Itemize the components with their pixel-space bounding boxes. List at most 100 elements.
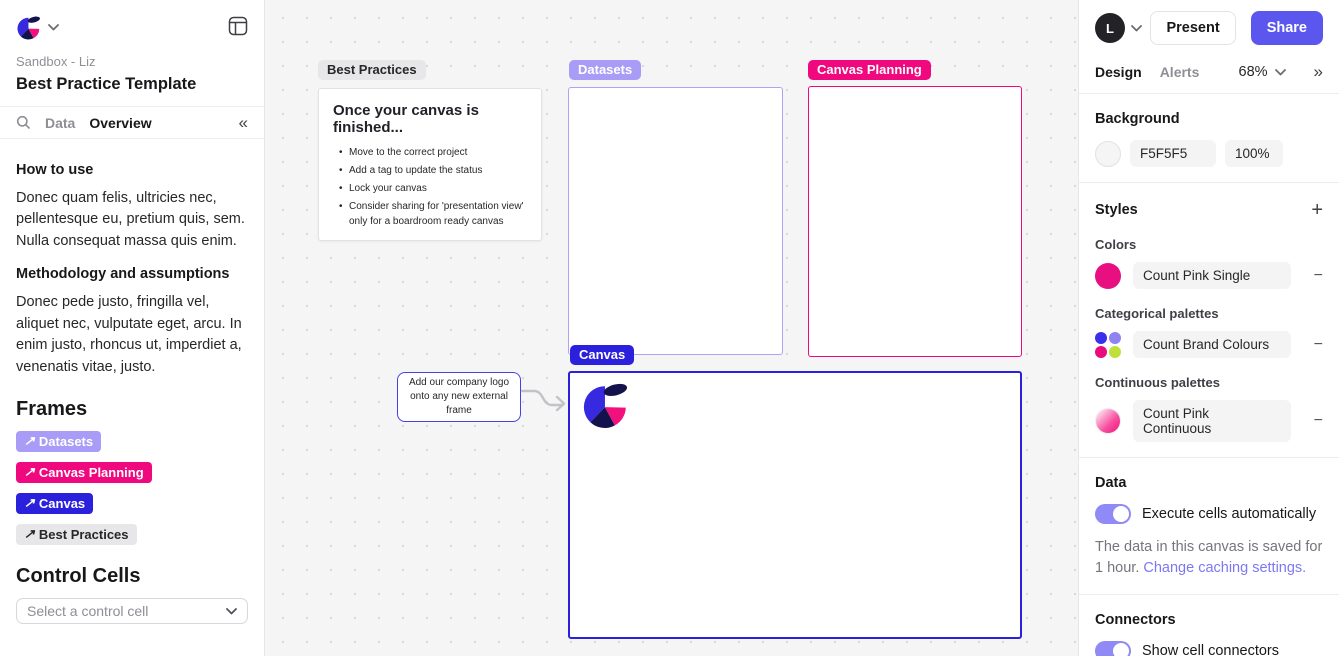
remove-style-icon[interactable]: − <box>1313 335 1323 353</box>
note-card-list: Move to the correct project Add a tag to… <box>333 145 527 229</box>
left-sidebar-header: Sandbox - Liz Best Practice Template <box>0 0 264 106</box>
frame-tag-canvas[interactable]: Canvas <box>570 345 635 365</box>
frame-link-datasets[interactable]: ↗ Datasets <box>16 431 102 453</box>
tab-data[interactable]: Data <box>45 114 76 131</box>
zoom-level-dropdown[interactable]: 68% <box>1239 64 1286 80</box>
chevron-down-icon[interactable] <box>48 23 59 31</box>
present-button[interactable]: Present <box>1150 11 1236 45</box>
panel-toggle-icon[interactable] <box>228 16 248 41</box>
count-logo-large[interactable] <box>581 379 631 429</box>
count-logo[interactable] <box>16 14 42 40</box>
company-logo-note[interactable]: Add our company logo onto any new extern… <box>397 372 521 422</box>
caching-info: The data in this canvas is saved for 1 h… <box>1095 537 1323 579</box>
arrow-up-right-icon: ↗ <box>24 526 35 542</box>
share-button[interactable]: Share <box>1250 11 1323 45</box>
control-cell-select-placeholder: Select a control cell <box>27 603 149 620</box>
methodology-heading: Methodology and assumptions <box>16 266 230 283</box>
right-sidebar: L Present Share Design Alerts 68% » Back… <box>1078 0 1339 656</box>
remove-style-icon[interactable]: − <box>1313 412 1323 429</box>
collapse-sidebar-icon[interactable]: « <box>238 113 248 132</box>
background-section: Background <box>1079 94 1339 183</box>
right-sidebar-tab-bar: Design Alerts 68% » <box>1079 55 1339 94</box>
continuous-palette-row: Count Pink Continuous − <box>1095 400 1323 442</box>
how-to-use-heading: How to use <box>16 162 94 178</box>
control-cell-select[interactable]: Select a control cell <box>16 598 248 625</box>
frame-link-label: Canvas <box>38 495 86 511</box>
note-card-bullet: Consider sharing for 'presentation view'… <box>339 199 527 229</box>
frame-link-list: ↗ Datasets ↗ Canvas Planning ↗ Canvas ↗ … <box>16 431 248 546</box>
connector-arrow <box>520 389 566 412</box>
collapse-panel-icon[interactable]: » <box>1313 62 1323 81</box>
company-logo-note-text: Add our company logo onto any new extern… <box>408 377 510 416</box>
color-style-name[interactable]: Count Pink Single <box>1133 262 1291 289</box>
background-heading: Background <box>1095 111 1180 127</box>
change-caching-settings-link[interactable]: Change caching settings. <box>1143 560 1307 577</box>
frame-link-label: Best Practices <box>38 526 129 542</box>
frames-heading: Frames <box>16 398 88 421</box>
note-card-bullet: Add a tag to update the status <box>339 163 527 178</box>
frame-link-canvas[interactable]: ↗ Canvas <box>16 493 94 515</box>
page-title: Best Practice Template <box>16 75 197 93</box>
arrow-up-right-icon: ↗ <box>24 495 35 511</box>
pink-color-swatch[interactable] <box>1095 262 1121 289</box>
chevron-down-icon[interactable] <box>1131 24 1142 32</box>
styles-section: Styles + Colors Count Pink Single − Cate… <box>1079 183 1339 458</box>
caching-text: The data in this canvas is saved for 1 h… <box>1095 539 1323 577</box>
overview-content: How to use Donec quam felis, ultricies n… <box>0 139 264 639</box>
tab-design[interactable]: Design <box>1095 63 1142 80</box>
methodology-body: Donec pede justo, fringilla vel, aliquet… <box>16 294 242 375</box>
show-connectors-label: Show cell connectors <box>1142 643 1280 656</box>
note-card-title: Once your canvas is finished... <box>333 102 479 136</box>
breadcrumb-workspace[interactable]: Sandbox - Liz <box>16 54 96 69</box>
canvas-area[interactable]: Best Practices Once your canvas is finis… <box>265 0 1078 656</box>
zoom-level-value: 68% <box>1238 63 1268 80</box>
arrow-up-right-icon: ↗ <box>24 464 35 480</box>
chevron-down-icon <box>226 607 237 615</box>
categorical-palette-swatch[interactable] <box>1095 331 1121 358</box>
categorical-palettes-label: Categorical palettes <box>1095 306 1219 321</box>
control-cells-heading: Control Cells <box>16 565 141 588</box>
frame-datasets[interactable] <box>568 87 783 355</box>
tab-alerts[interactable]: Alerts <box>1159 63 1200 80</box>
categorical-palette-name[interactable]: Count Brand Colours <box>1133 331 1291 358</box>
left-sidebar: Sandbox - Liz Best Practice Template Dat… <box>0 0 265 656</box>
color-style-row: Count Pink Single − <box>1095 262 1323 289</box>
avatar[interactable]: L <box>1095 13 1125 43</box>
tab-overview[interactable]: Overview <box>89 114 152 131</box>
sidebar-tab-bar: Data Overview « <box>0 106 264 139</box>
frame-canvas[interactable] <box>568 371 1022 639</box>
show-connectors-toggle[interactable] <box>1095 641 1131 656</box>
frame-tag-canvas-planning[interactable]: Canvas Planning <box>808 60 931 80</box>
execute-cells-toggle[interactable] <box>1095 504 1131 524</box>
how-to-use-body: Donec quam felis, ultricies nec, pellent… <box>16 190 245 249</box>
add-style-icon[interactable]: + <box>1311 199 1323 221</box>
continuous-palettes-label: Continuous palettes <box>1095 375 1220 390</box>
note-card-bullet: Lock your canvas <box>339 181 527 196</box>
remove-style-icon[interactable]: − <box>1313 266 1323 284</box>
continuous-palette-name[interactable]: Count Pink Continuous <box>1133 400 1291 442</box>
background-hex-input[interactable] <box>1130 140 1216 167</box>
categorical-palette-row: Count Brand Colours − <box>1095 331 1323 358</box>
continuous-palette-swatch[interactable] <box>1095 408 1121 434</box>
frame-tag-datasets[interactable]: Datasets <box>569 60 642 80</box>
data-section: Data Execute cells automatically The dat… <box>1079 458 1339 596</box>
connectors-section: Connectors Show cell connectors <box>1079 595 1339 656</box>
frame-link-best-practices[interactable]: ↗ Best Practices <box>16 524 137 546</box>
frame-link-label: Canvas Planning <box>38 464 144 480</box>
frame-link-label: Datasets <box>38 433 94 449</box>
search-icon[interactable] <box>16 115 31 130</box>
background-color-swatch[interactable] <box>1095 140 1121 167</box>
arrow-up-right-icon: ↗ <box>24 433 35 449</box>
colors-label: Colors <box>1095 237 1137 252</box>
right-sidebar-top-bar: L Present Share <box>1079 0 1339 55</box>
best-practices-note-card[interactable]: Once your canvas is finished... Move to … <box>318 88 542 241</box>
chevron-down-icon <box>1274 68 1286 76</box>
note-card-bullet: Move to the correct project <box>339 145 527 160</box>
background-opacity-input[interactable] <box>1225 140 1283 167</box>
connectors-heading: Connectors <box>1095 612 1176 629</box>
data-heading: Data <box>1095 475 1127 491</box>
frame-canvas-planning[interactable] <box>808 86 1022 357</box>
frame-link-canvas-planning[interactable]: ↗ Canvas Planning <box>16 462 152 484</box>
frame-tag-best-practices[interactable]: Best Practices <box>318 60 426 80</box>
